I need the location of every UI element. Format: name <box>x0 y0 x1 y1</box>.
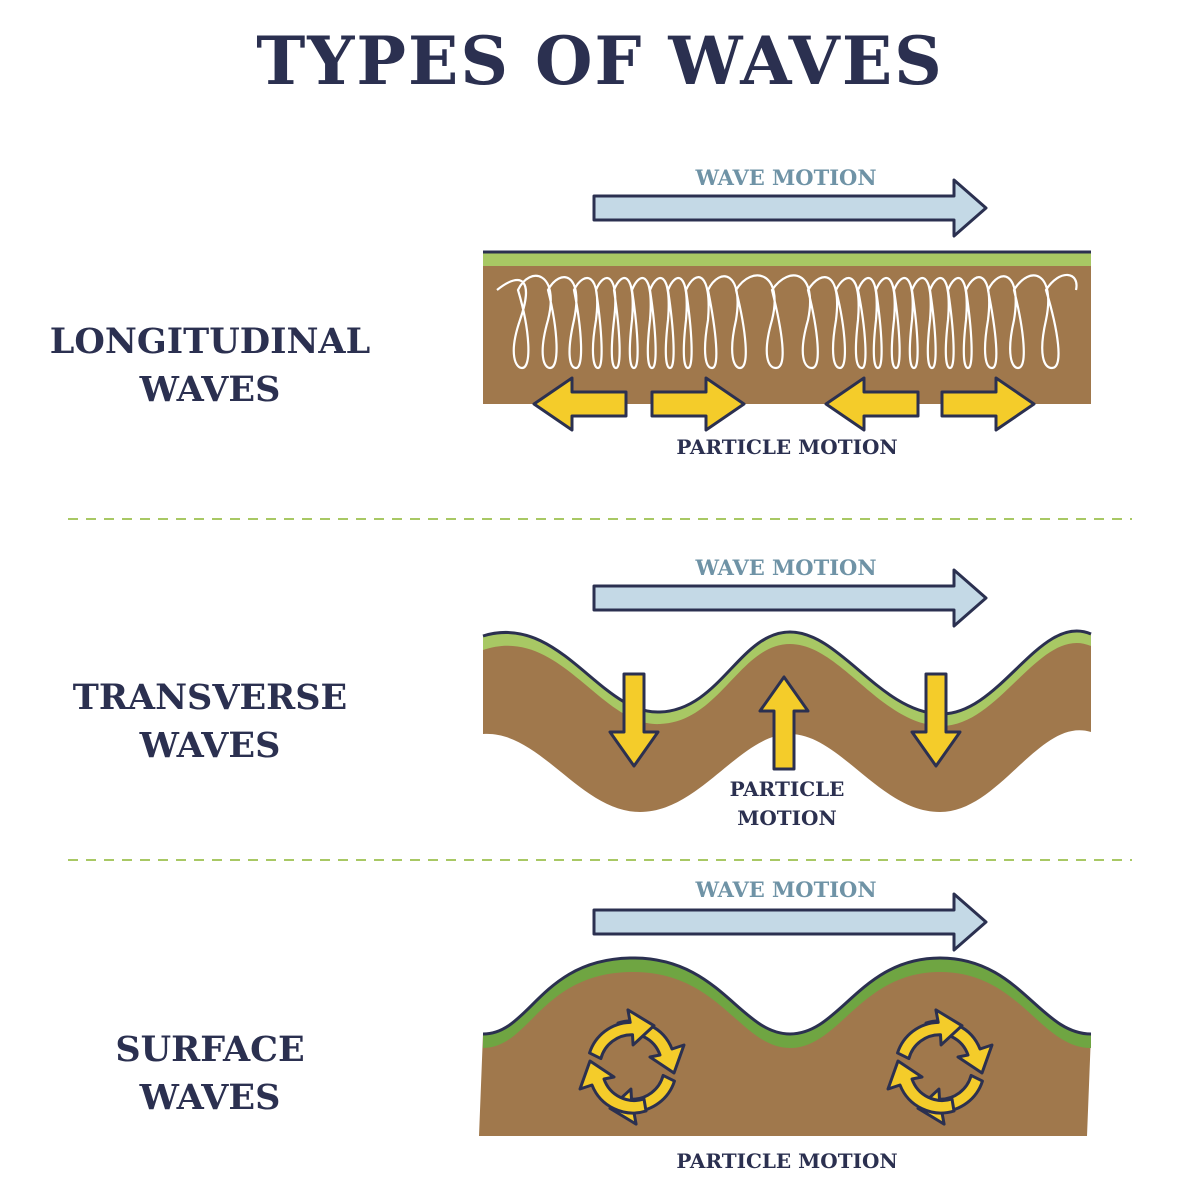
longitudinal-waves-label: LONGITUDINAL WAVES <box>0 318 420 414</box>
spring-coil-icon <box>496 273 1078 370</box>
surface-medium <box>479 956 1092 1136</box>
particle-motion-line-2: MOTION <box>737 806 837 830</box>
label-line-2: WAVES <box>139 725 281 766</box>
label-line-1: LONGITUDINAL <box>49 321 371 362</box>
label-line-1: TRANSVERSE <box>72 677 348 718</box>
surface-waves-label: SURFACE WAVES <box>0 1026 420 1122</box>
particle-motion-label: PARTICLE MOTION <box>676 435 898 459</box>
particle-motion-line-1: PARTICLE <box>729 777 845 801</box>
particle-motion-label: PARTICLE MOTION <box>676 1149 898 1173</box>
label-line-2: WAVES <box>139 369 281 410</box>
wave-motion-label: WAVE MOTION <box>695 165 877 190</box>
wave-motion-arrow-icon <box>592 892 988 952</box>
wave-motion-label: WAVE MOTION <box>695 877 877 902</box>
wave-motion-arrow-icon <box>592 568 988 628</box>
wave-motion-arrow-icon <box>592 178 988 238</box>
wave-motion-label: WAVE MOTION <box>695 555 877 580</box>
label-line-2: WAVES <box>139 1077 281 1118</box>
transverse-waves-label: TRANSVERSE WAVES <box>0 674 420 770</box>
label-line-1: SURFACE <box>115 1029 305 1070</box>
particle-motion-label: PARTICLE MOTION <box>637 775 937 833</box>
page-title: TYPES OF WAVES <box>256 22 944 100</box>
